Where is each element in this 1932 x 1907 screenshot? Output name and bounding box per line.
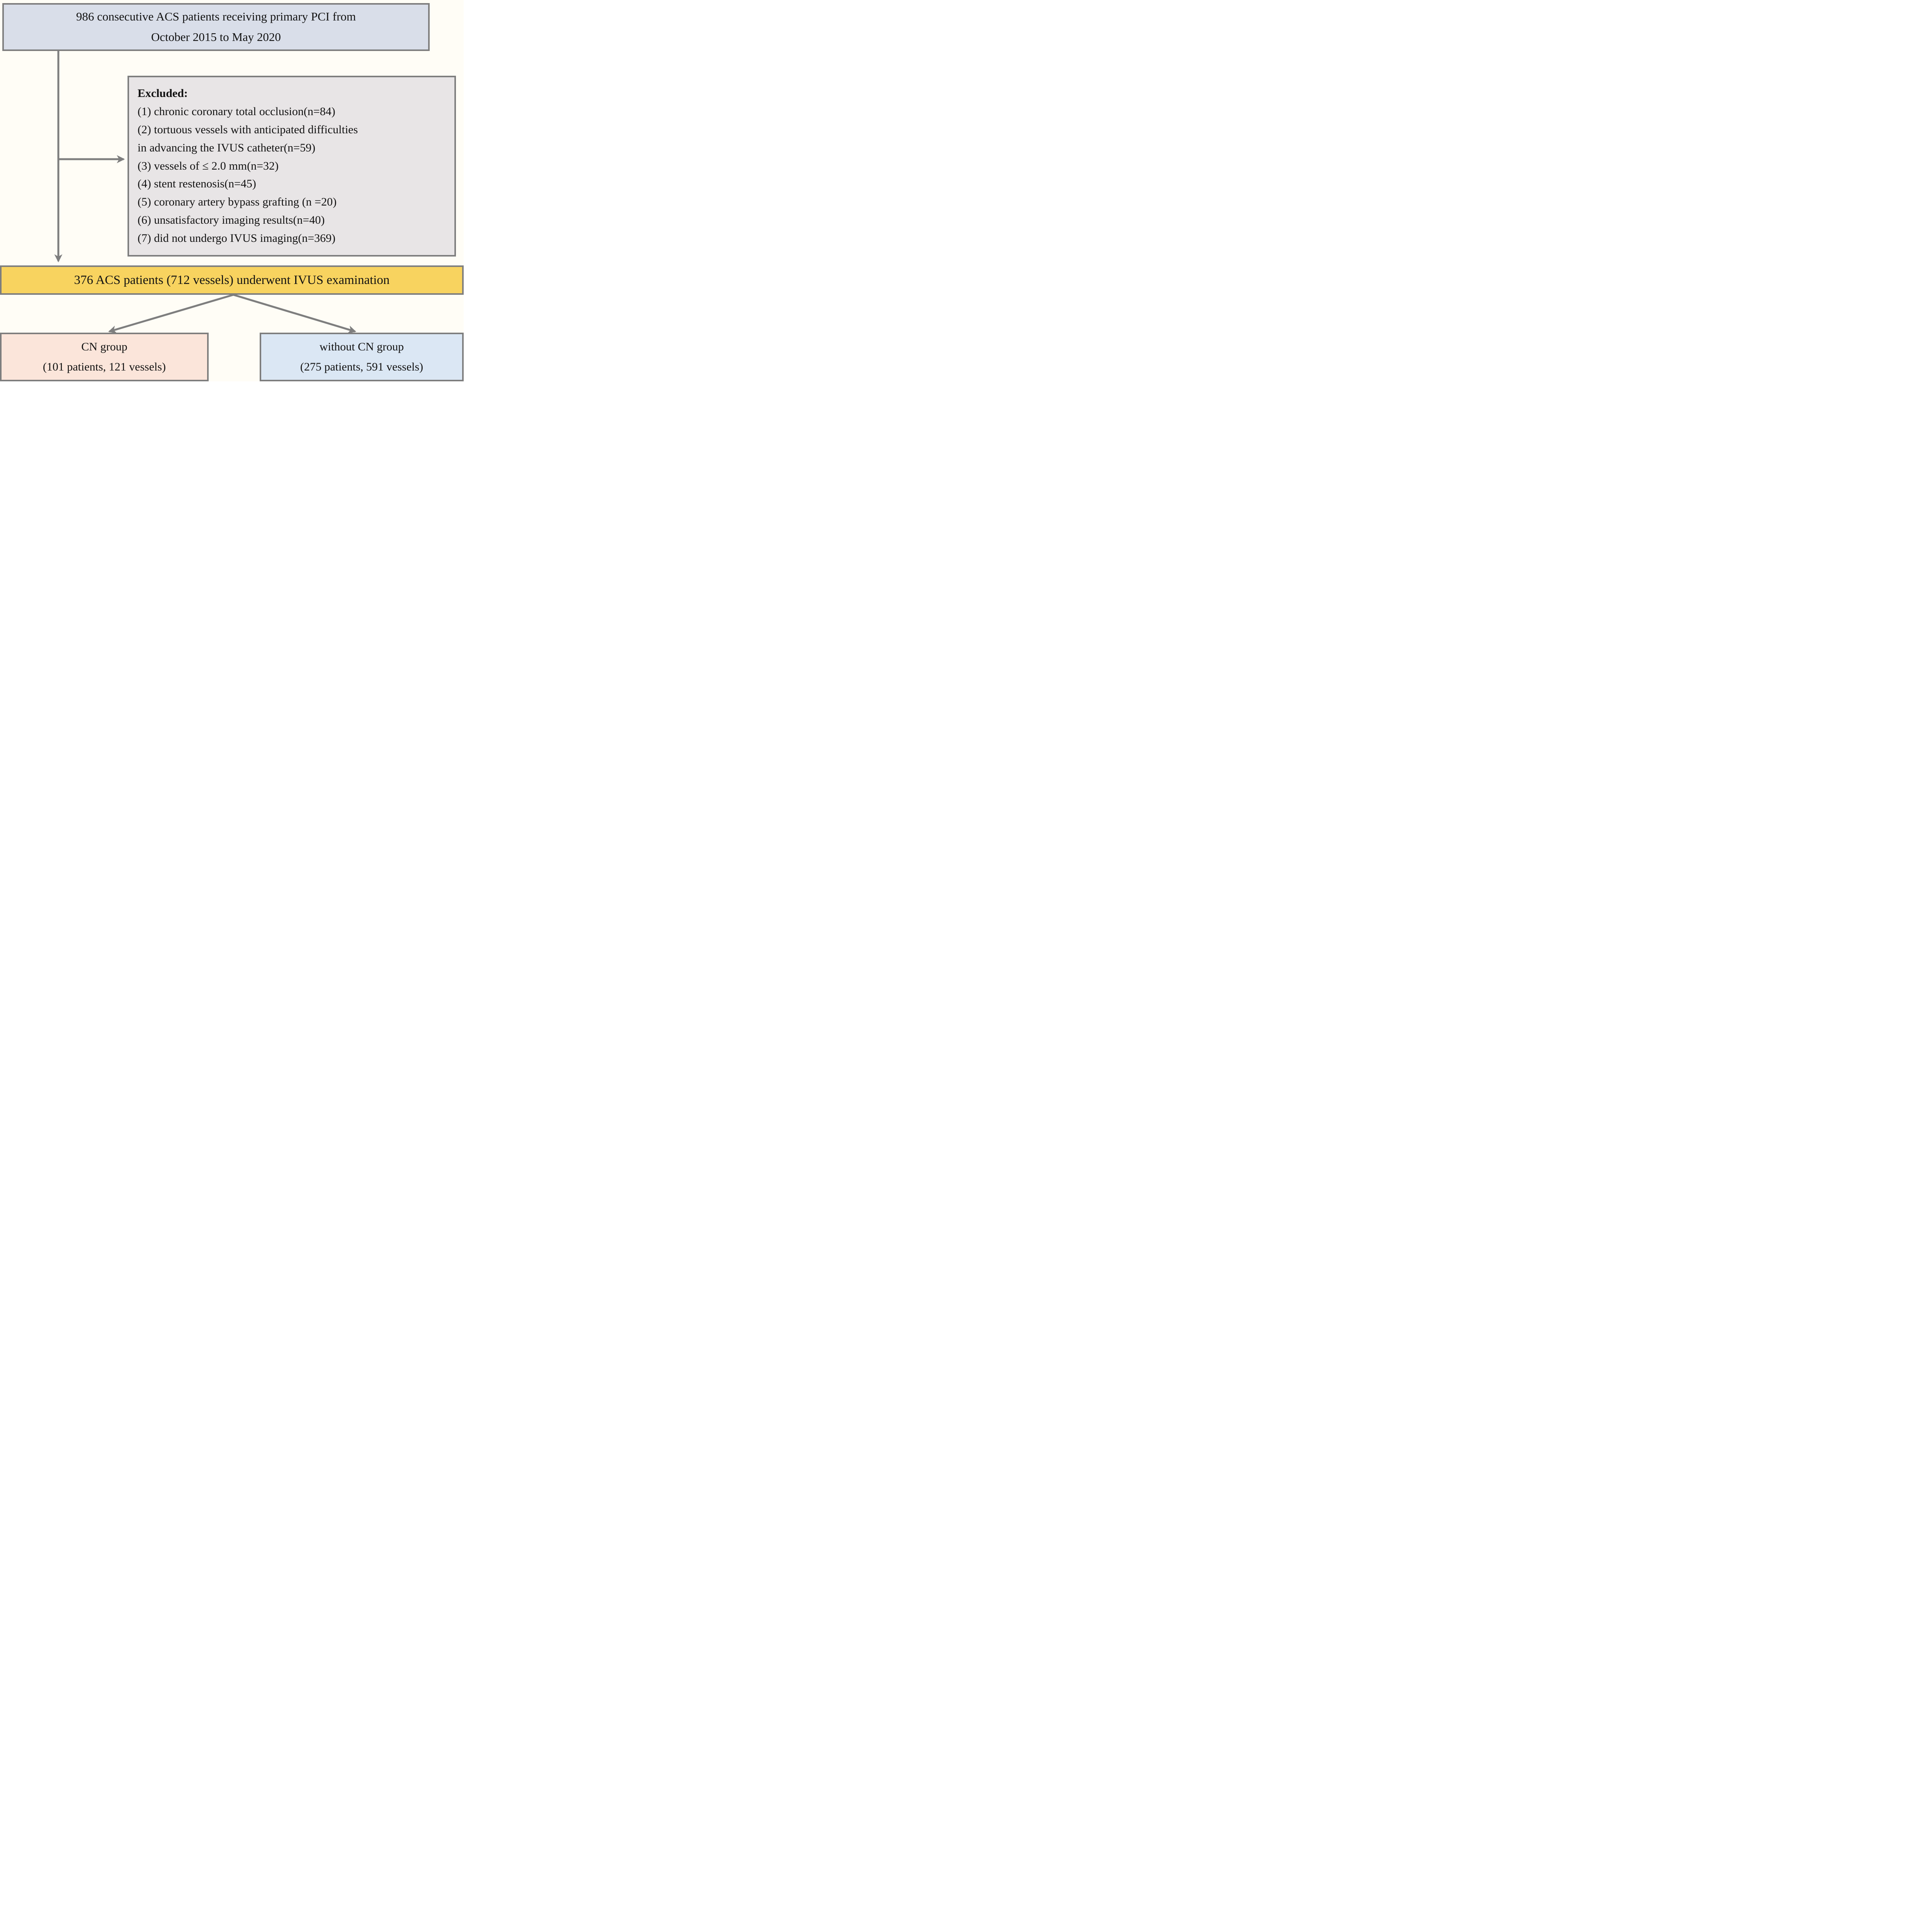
excluded-heading: Excluded: xyxy=(138,87,188,100)
excluded-item-6: (6) unsatisfactory imaging results(n=40) xyxy=(138,213,325,226)
without-cn-group-box: without CN group (275 patients, 591 vess… xyxy=(260,333,464,381)
ivus-examination-text: 376 ACS patients (712 vessels) underwent… xyxy=(74,273,390,287)
excluded-item-3: (3) vessels of ≤ 2.0 mm(n=32) xyxy=(138,159,279,172)
arrow-ivus-to-cn xyxy=(108,294,234,334)
without-cn-group-title: without CN group xyxy=(319,340,404,353)
excluded-item-2: (2) tortuous vessels with anticipated di… xyxy=(138,123,358,154)
cn-group-box: CN group (101 patients, 121 vessels) xyxy=(0,333,209,381)
enrollment-line-1: 986 consecutive ACS patients receiving p… xyxy=(76,10,356,24)
arrow-ivus-to-without-cn xyxy=(233,294,357,333)
ivus-examination-box: 376 ACS patients (712 vessels) underwent… xyxy=(0,265,464,295)
patient-flow-diagram: 986 consecutive ACS patients receiving p… xyxy=(0,0,464,381)
enrollment-line-2: October 2015 to May 2020 xyxy=(151,30,281,44)
excluded-item-4: (4) stent restenosis(n=45) xyxy=(138,177,256,190)
without-cn-group-counts: (275 patients, 591 vessels) xyxy=(300,360,423,373)
cn-group-title: CN group xyxy=(81,340,128,353)
cn-group-counts: (101 patients, 121 vessels) xyxy=(43,360,166,373)
excluded-item-1: (1) chronic coronary total occlusion(n=8… xyxy=(138,105,335,118)
excluded-box: Excluded: (1) chronic coronary total occ… xyxy=(128,76,456,257)
enrollment-box: 986 consecutive ACS patients receiving p… xyxy=(2,3,430,51)
excluded-item-5: (5) coronary artery bypass grafting (n =… xyxy=(138,195,337,209)
excluded-item-7: (7) did not undergo IVUS imaging(n=369) xyxy=(138,231,336,245)
